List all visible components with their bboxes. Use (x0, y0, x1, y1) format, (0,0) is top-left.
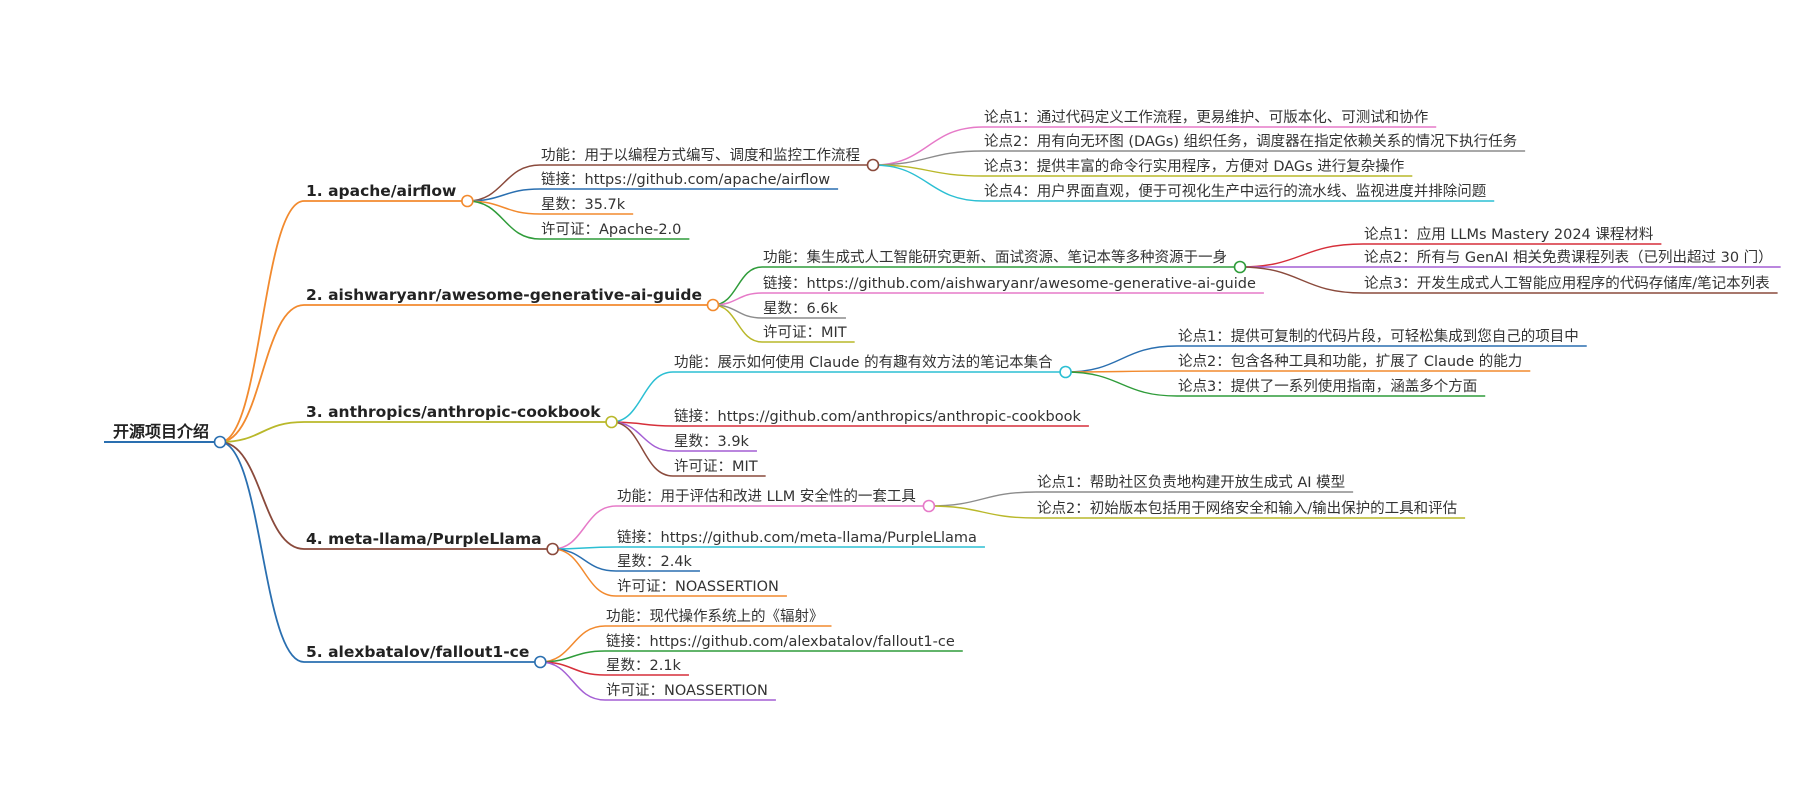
sub-connector-ai-guide-2 (1239, 266, 1364, 294)
collapse-toggle-ai-guide-0[interactable] (1233, 260, 1247, 274)
sub-leaf-label-ai-guide-1: 论点2：所有与 GenAI 相关免费课程列表（已列出超过 30 门） (1364, 249, 1773, 266)
leaf-label-cookbook-0: 功能：展示如何使用 Claude 的有趣有效方法的笔记本集合 (674, 354, 1053, 371)
sub-leaf-label-airflow-3: 论点4：用户界面直观，便于可视化生产中运行的流水线、监视进度并排除问题 (984, 183, 1486, 200)
leaf-label-ai-guide-2: 星数：6.6k (763, 300, 839, 317)
leaf-connector-airflow-0 (467, 164, 541, 202)
sub-connector-cookbook-1 (1065, 370, 1178, 373)
root-node-label: 开源项目介绍 (113, 422, 209, 441)
sub-leaf-label-airflow-2: 论点3：提供丰富的命令行实用程序，方便对 DAGs 进行复杂操作 (984, 157, 1404, 175)
leaf-label-purplellama-2: 星数：2.4k (617, 553, 693, 570)
sub-leaf-label-cookbook-0: 论点1：提供可复制的代码片段，可轻松集成到您自己的项目中 (1178, 327, 1579, 345)
leaf-label-purplellama-1: 链接：https://github.com/meta-llama/PurpleL… (617, 529, 977, 546)
leaf-connector-purplellama-3 (552, 548, 617, 597)
sub-leaf-label-airflow-0: 论点1：通过代码定义工作流程，更易维护、可版本化、可测试和协作 (984, 109, 1428, 126)
sub-connector-cookbook-0 (1065, 345, 1178, 373)
sub-leaf-label-cookbook-1: 论点2：包含各种工具和功能，扩展了 Claude 的能力 (1178, 353, 1522, 370)
sub-leaf-label-purplellama-0: 论点1：帮助社区负责地构建开放生成式 AI 模型 (1037, 474, 1345, 491)
leaf-connector-purplellama-0 (552, 505, 617, 550)
sub-connector-cookbook-2 (1065, 371, 1178, 397)
leaf-connector-fallout-0 (540, 625, 606, 663)
leaf-connector-airflow-3 (467, 200, 541, 240)
branch-connector-purplellama (219, 441, 305, 550)
leaf-label-cookbook-3: 许可证：MIT (674, 458, 758, 475)
branch-connector-cookbook (220, 421, 305, 443)
sub-leaf-label-purplellama-1: 论点2：初始版本包括用于网络安全和输入/输出保护的工具和评估 (1037, 499, 1457, 517)
collapse-toggle-fallout[interactable] (534, 655, 547, 669)
leaf-connector-cookbook-3 (611, 421, 674, 477)
leaf-label-fallout-2: 星数：2.1k (606, 657, 682, 674)
sub-leaf-label-ai-guide-2: 论点3：开发生成式人工智能应用程序的代码存储库/笔记本列表 (1364, 274, 1770, 292)
collapse-toggle-root[interactable] (213, 435, 227, 449)
leaf-label-ai-guide-1: 链接：https://github.com/aishwaryanr/awesom… (763, 275, 1256, 292)
leaf-label-fallout-0: 功能：现代操作系统上的《辐射》 (606, 608, 824, 625)
sub-connector-airflow-1 (872, 150, 984, 166)
branch-label-ai-guide: 2. aishwaryanr/awesome-generative-ai-gui… (306, 286, 702, 304)
leaf-connector-ai-guide-3 (712, 304, 763, 343)
sub-connector-purplellama-0 (928, 491, 1037, 507)
collapse-toggle-cookbook[interactable] (605, 415, 618, 429)
collapse-toggle-airflow[interactable] (461, 194, 474, 208)
leaf-label-purplellama-0: 功能：用于评估和改进 LLM 安全性的一套工具 (617, 487, 916, 505)
branch-label-purplellama: 4. meta-llama/PurpleLlama (306, 530, 542, 548)
leaf-connector-cookbook-0 (611, 371, 674, 423)
sub-connector-ai-guide-0 (1239, 243, 1364, 268)
branch-connector-fallout (219, 441, 305, 663)
leaf-label-cookbook-1: 链接：https://github.com/anthropics/anthrop… (674, 408, 1082, 425)
branch-label-airflow: 1. apache/airflow (306, 182, 456, 200)
leaf-label-fallout-1: 链接：https://github.com/alexbatalov/fallou… (606, 633, 955, 650)
leaf-label-ai-guide-0: 功能：集生成式人工智能研究更新、面试资源、笔记本等多种资源于一身 (763, 248, 1227, 266)
leaf-label-cookbook-2: 星数：3.9k (674, 433, 750, 450)
sub-leaf-label-ai-guide-0: 论点1：应用 LLMs Mastery 2024 课程材料 (1364, 225, 1653, 243)
sub-leaf-label-airflow-1: 论点2：用有向无环图 (DAGs) 组织任务，调度器在指定依赖关系的情况下执行任… (984, 133, 1517, 150)
sub-connector-airflow-0 (872, 126, 984, 166)
leaf-label-ai-guide-3: 许可证：MIT (763, 324, 847, 341)
sub-connector-airflow-3 (872, 164, 984, 202)
leaf-label-airflow-1: 链接：https://github.com/apache/airflow (541, 171, 830, 188)
branch-connector-ai-guide (219, 304, 305, 443)
leaf-label-airflow-0: 功能：用于以编程方式编写、调度和监控工作流程 (541, 147, 860, 164)
sub-leaf-label-cookbook-2: 论点3：提供了一系列使用指南，涵盖多个方面 (1178, 378, 1477, 395)
leaf-label-fallout-3: 许可证：NOASSERTION (606, 682, 768, 699)
leaf-connector-purplellama-2 (552, 548, 617, 572)
branch-connector-airflow (219, 200, 305, 443)
sub-connector-purplellama-1 (928, 505, 1037, 519)
leaf-label-airflow-3: 许可证：Apache-2.0 (541, 221, 681, 238)
collapse-toggle-ai-guide[interactable] (706, 298, 720, 312)
collapse-toggle-airflow-0[interactable] (866, 158, 880, 172)
leaf-connector-fallout-3 (540, 661, 606, 701)
branch-label-cookbook: 3. anthropics/anthropic-cookbook (306, 403, 601, 421)
branch-label-fallout: 5. alexbatalov/fallout1-ce (306, 643, 529, 661)
collapse-toggle-purplellama[interactable] (546, 542, 559, 556)
sub-connector-airflow-2 (872, 164, 984, 177)
collapse-toggle-cookbook-0[interactable] (1059, 365, 1072, 379)
leaf-label-purplellama-3: 许可证：NOASSERTION (617, 578, 779, 595)
leaf-label-airflow-2: 星数：35.7k (541, 196, 626, 213)
collapse-toggle-purplellama-0[interactable] (922, 499, 936, 513)
